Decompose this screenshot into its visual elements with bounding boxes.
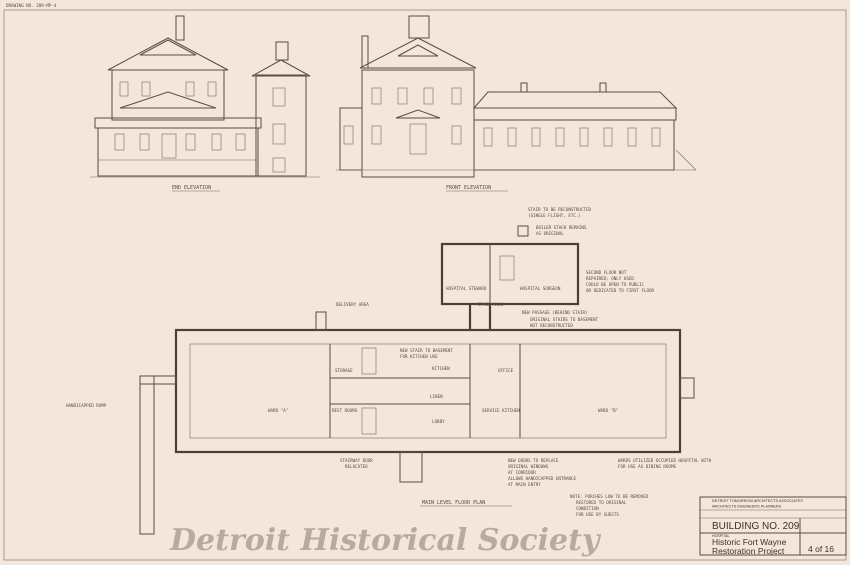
svg-text:NEW DOORS TO REPLACE: NEW DOORS TO REPLACE [508,458,559,463]
building-number: BUILDING NO. 209 [712,521,800,532]
svg-text:RESTORED TO ORIGINAL: RESTORED TO ORIGINAL [576,500,627,505]
note-stair-door-2: RELOCATED [345,464,368,469]
corner-note: DRAWING NO. 209-MP-4 [6,3,57,8]
svg-text:FOR USE BY GUESTS: FOR USE BY GUESTS [576,512,619,517]
room-lobby: LOBBY [432,419,445,424]
note-new-doors: NEW DOORS TO REPLACE ORIGINAL WINDOWS AT… [508,458,577,487]
main-floor-plan [139,225,695,535]
room-ward-b: WARD "B" [598,408,618,413]
svg-text:ALLOWS HANDICAPPED ENTRANCE: ALLOWS HANDICAPPED ENTRANCE [508,476,577,481]
room-stair-hall: STAIR HALL [478,302,504,307]
note-wards-use-2: FOR USE AS DINING ROOMS [618,464,676,469]
room-rest-rooms: REST ROOMS [332,408,358,413]
note-second-floor-2: REPAIRED; ONLY USED [586,276,634,281]
room-hospital-steward: HOSPITAL STEWARD [446,286,487,291]
note-original-stairs-1: ORIGINAL STAIRS TO BASEMENT [530,317,599,322]
svg-text:CONDITION: CONDITION [576,506,599,511]
note-new-stair-1: NEW STAIR TO BASEMENT [400,348,453,353]
note-original-stairs-2: NOT RECONSTRUCTED [530,323,573,328]
note-boiler-1: BOILER STACK REMAINS [536,225,587,230]
front-elevation-drawing [336,15,697,178]
firm-name-2: ARCHITECTS ENGINEERS PLANNERS [712,505,782,509]
title-block: DETROIT TOMORROW ARCHITECTS ASSOCIATES A… [699,496,847,556]
svg-text:ORIGINAL WINDOWS: ORIGINAL WINDOWS [508,464,549,469]
room-office: OFFICE [498,368,514,373]
note-second-floor-1: SECOND FLOOR NOT [586,270,627,275]
note-handicapped-ramp: HANDICAPPED RAMP [66,403,107,408]
room-ward-a: WARD "A" [268,408,288,413]
watermark: Detroit Historical Society [169,523,602,558]
svg-text:NOTE: PORCHES LOW TO BE REMOVE: NOTE: PORCHES LOW TO BE REMOVED [570,494,649,499]
note-boiler-2: AS ORIGINAL [536,231,564,236]
note-delivery-area: DELIVERY AREA [336,302,369,307]
floor-plan-title: MAIN LEVEL FLOOR PLAN [422,500,485,506]
sheet-border [3,9,847,561]
room-kitchen: KITCHEN [432,366,450,371]
note-wards-use-1: WARDS UTILIZED OCCUPIED HOSPITAL WITH [618,458,712,463]
end-elevation-label: END ELEVATION [172,185,211,191]
front-elevation-label: FRONT ELEVATION [446,185,491,191]
svg-text:AT MAIN ENTRY: AT MAIN ENTRY [508,482,541,487]
note-reconstruct-2: (SINGLE FLIGHT, ETC.) [528,213,581,218]
note-passage: NEW PASSAGE (BEHIND STAIR) [522,310,588,315]
room-hospital-surgeon: HOSPITAL SURGEON [520,286,561,291]
end-elevation-drawing [90,15,320,178]
svg-text:AT CORRIDOR: AT CORRIDOR [508,470,536,475]
note-bottom: NOTE: PORCHES LOW TO BE REMOVED RESTORED… [570,494,649,517]
project-name-2: Restoration Project [712,546,785,556]
room-storage: STORAGE [335,368,353,373]
room-service-kitchen: SERVICE KITCHEN [482,408,520,413]
note-stair-door-1: STAIRWAY DOOR [340,458,373,463]
note-reconstruct-1: STAIR TO BE RECONSTRUCTED [528,207,592,212]
note-second-floor-3: COULD BE OPEN TO PUBLIC [586,282,644,287]
note-new-stair-2: FOR KITCHEN USE [400,354,438,359]
building-type: HOSPITAL [712,534,730,538]
firm-name-1: DETROIT TOMORROW ARCHITECTS ASSOCIATES [712,499,803,503]
sheet-number: 4 of 16 [808,544,834,554]
note-second-floor-4: OR DEDICATED TO FIRST FLOOR [586,288,655,293]
project-name-1: Historic Fort Wayne [712,537,787,547]
room-linen: LINEN [430,394,443,399]
